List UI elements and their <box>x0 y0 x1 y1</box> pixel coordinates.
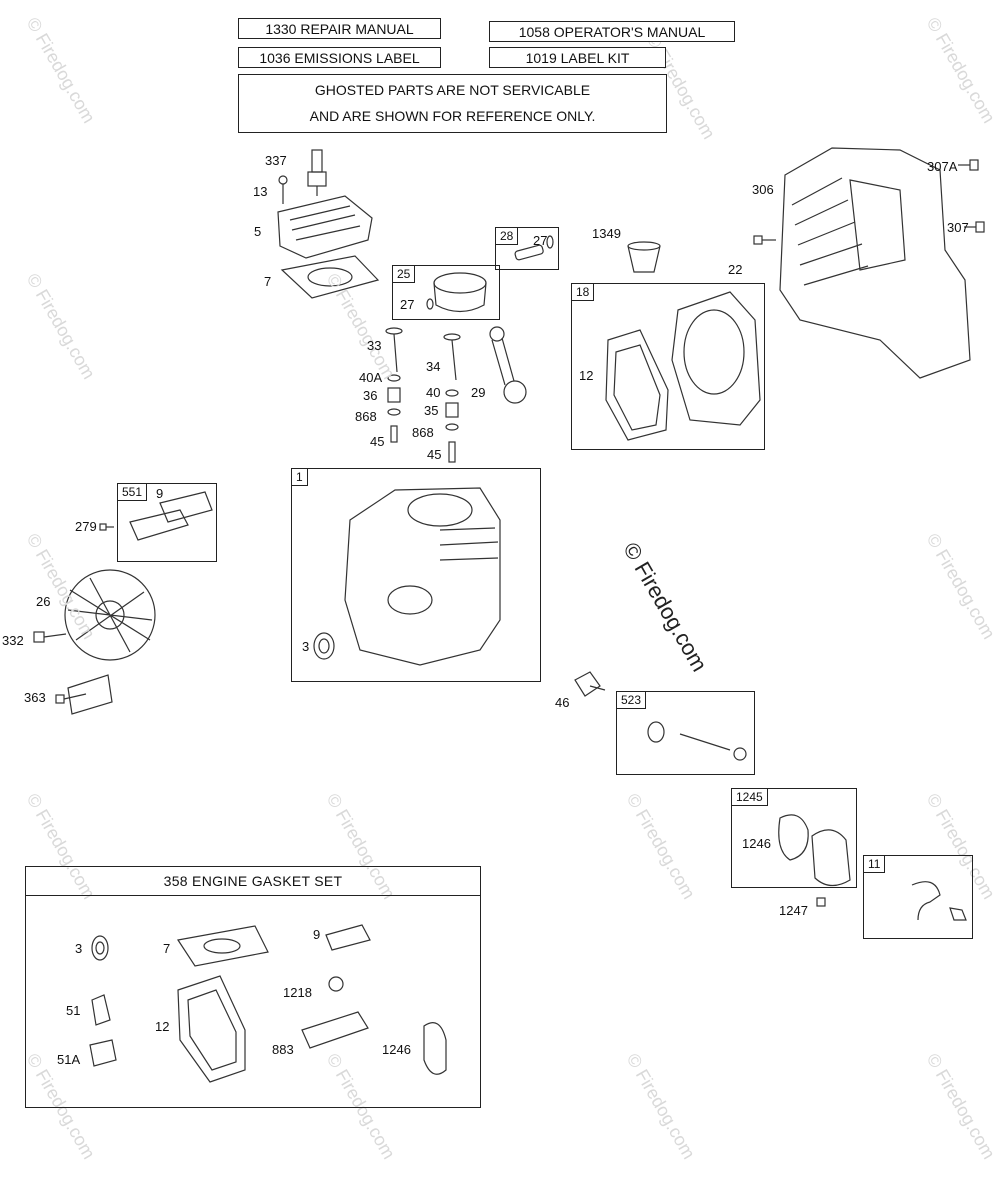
notice-line-1: GHOSTED PARTS ARE NOT SERVICABLE <box>314 82 591 98</box>
label-868-right: 868 <box>412 425 434 440</box>
gasket-label-1218: 1218 <box>283 985 312 1000</box>
group-1: 1 <box>291 468 541 682</box>
label-7: 7 <box>264 274 272 289</box>
valve-parts <box>385 327 461 381</box>
label-27-pin: 27 <box>533 233 548 248</box>
group-551: 551 <box>117 483 217 562</box>
operators-manual-ref: 1058 OPERATOR'S MANUAL <box>489 21 735 42</box>
valve-train-parts <box>387 374 459 463</box>
head-gasket-part <box>280 255 380 299</box>
label-307A: 307A <box>927 159 958 174</box>
bolt-332-part <box>33 631 67 643</box>
label-1349: 1349 <box>592 226 621 241</box>
group-11-tag: 11 <box>863 855 886 873</box>
emissions-label-ref: 1036 EMISSIONS LABEL <box>238 47 441 68</box>
repair-manual-ref: 1330 REPAIR MANUAL <box>238 18 441 39</box>
cover-gasket-part <box>605 291 761 441</box>
label-868-left: 868 <box>355 409 377 424</box>
gasket-label-51: 51 <box>66 1003 81 1018</box>
notice-line-2: AND ARE SHOWN FOR REFERENCE ONLY. <box>309 108 596 124</box>
label-33: 33 <box>367 338 382 353</box>
group-551-tag: 551 <box>117 483 148 501</box>
label-363: 363 <box>24 690 46 705</box>
label-5: 5 <box>254 224 262 239</box>
group-1245: 1245 <box>731 788 857 888</box>
gasket-label-883: 883 <box>272 1042 294 1057</box>
label-12: 12 <box>579 368 594 383</box>
label-306: 306 <box>752 182 774 197</box>
label-kit-ref: 1019 LABEL KIT <box>489 47 666 68</box>
spark-plug-part <box>307 149 327 196</box>
label-35: 35 <box>424 403 439 418</box>
label-29: 29 <box>471 385 486 400</box>
ghosted-parts-notice: GHOSTED PARTS ARE NOT SERVICABLE AND ARE… <box>238 74 667 133</box>
gasket-label-3: 3 <box>75 941 83 956</box>
group-11: 11 <box>863 855 973 939</box>
connecting-rod-part <box>489 326 527 404</box>
oil-fill-cap-part <box>627 241 661 273</box>
group-25: 25 <box>392 265 500 320</box>
label-27-piston: 27 <box>400 297 415 312</box>
gasket-set-title: 358 ENGINE GASKET SET <box>26 867 480 896</box>
label-13: 13 <box>253 184 268 199</box>
label-45-left: 45 <box>370 434 385 449</box>
group-523: 523 <box>616 691 755 775</box>
gasket-label-9: 9 <box>313 927 321 942</box>
label-1246: 1246 <box>742 836 771 851</box>
label-337: 337 <box>265 153 287 168</box>
label-3: 3 <box>302 639 310 654</box>
piston-part <box>426 272 487 313</box>
stud-part <box>278 175 288 204</box>
gasket-label-7: 7 <box>163 941 171 956</box>
flywheel-part <box>64 569 156 661</box>
label-45-right: 45 <box>427 447 442 462</box>
crankcase-cover-part <box>779 147 971 379</box>
label-26: 26 <box>36 594 51 609</box>
group-25-tag: 25 <box>392 265 416 283</box>
group-18-tag: 18 <box>571 283 595 301</box>
label-279: 279 <box>75 519 97 534</box>
shield-bolt-part <box>55 674 113 715</box>
piston-pin-part <box>514 235 554 261</box>
group-1245-tag: 1245 <box>731 788 768 806</box>
label-332: 332 <box>2 633 24 648</box>
governor-gear-part <box>574 671 606 697</box>
label-40: 40 <box>426 385 441 400</box>
gasket-set-drawings <box>89 924 447 1083</box>
group-523-tag: 523 <box>616 691 647 709</box>
breather-part <box>778 814 851 887</box>
group-18: 18 <box>571 283 765 450</box>
gasket-label-51A: 51A <box>57 1052 81 1067</box>
label-9: 9 <box>156 486 164 501</box>
governor-shaft-part <box>647 721 747 761</box>
screw-279-part <box>99 523 114 531</box>
label-22: 22 <box>728 262 743 277</box>
group-1-tag: 1 <box>291 468 308 486</box>
label-1247: 1247 <box>779 903 808 918</box>
label-36: 36 <box>363 388 378 403</box>
label-46: 46 <box>555 695 570 710</box>
screw-1247-part <box>816 897 826 907</box>
label-40A: 40A <box>359 370 383 385</box>
breather-tube-part <box>911 881 967 921</box>
cylinder-head-part <box>277 195 373 259</box>
label-34: 34 <box>426 359 441 374</box>
gasket-label-12: 12 <box>155 1019 170 1034</box>
gasket-label-1246: 1246 <box>382 1042 411 1057</box>
group-28: 28 <box>495 227 559 270</box>
label-307: 307 <box>947 220 969 235</box>
bolt-22-part <box>753 235 776 245</box>
oil-seal-part <box>313 632 335 660</box>
bolt-307-parts <box>958 159 985 233</box>
group-28-tag: 28 <box>495 227 519 245</box>
engine-gasket-set: 358 ENGINE GASKET SET <box>25 866 481 1108</box>
intake-gasket-part <box>129 491 213 541</box>
cylinder-block-part <box>344 487 501 666</box>
